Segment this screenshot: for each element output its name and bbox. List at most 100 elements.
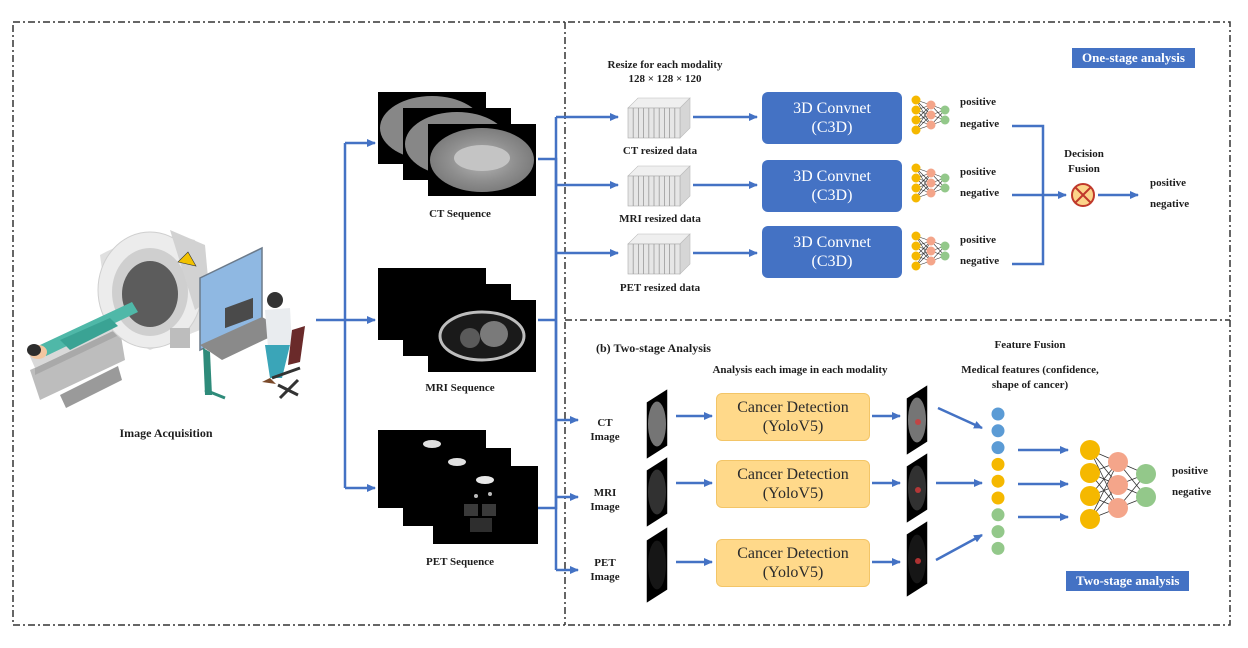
ct-sequence-stack [378, 92, 536, 196]
ct-resized-label: CT resized data [622, 145, 698, 157]
detector-subtitle: (YoloV5) [762, 418, 824, 435]
resized-cube-ct [627, 97, 691, 139]
hidden-node [1108, 498, 1128, 518]
hidden-node [1108, 452, 1128, 472]
two-stage-neural-net [1080, 440, 1156, 529]
pet-positive-label: positive [960, 234, 997, 246]
mri-image-label-line2: Image [590, 501, 620, 513]
decision-fusion-icon [1071, 183, 1095, 207]
feature-node [991, 424, 1005, 438]
medical-features-line1: Medical features (confidence, [961, 364, 1099, 376]
convnet-subtitle: (C3D) [811, 253, 853, 270]
c3d-convnet-ct: 3D Convnet (C3D) [762, 92, 902, 144]
feature-node [991, 491, 1005, 505]
pet-negative-label: negative [960, 255, 1000, 267]
detector-title: Cancer Detection [737, 399, 849, 416]
output-node [1136, 464, 1156, 484]
resize-dimensions: 128 × 128 × 120 [628, 73, 702, 85]
node [911, 173, 921, 183]
node [926, 168, 936, 178]
mri-input-slice [645, 454, 669, 530]
mri-scanner-illustration [27, 230, 305, 408]
decision-fusion-connectors [1012, 124, 1139, 266]
yolo-detector-pet: Cancer Detection (YoloV5) [716, 539, 870, 587]
convnet-title: 3D Convnet [793, 234, 871, 251]
pet-image-label-line1: PET [594, 557, 616, 569]
mri-sequence-label: MRI Sequence [425, 382, 495, 394]
input-node [1080, 440, 1100, 460]
detector-title: Cancer Detection [737, 466, 849, 483]
resized-cube-mri [627, 165, 691, 207]
decision-fusion-label-2: Fusion [1068, 163, 1100, 175]
node [911, 193, 921, 203]
node [911, 183, 921, 193]
input-to-detector-arrows [676, 406, 1069, 566]
two-stage-subtitle: Analysis each image in each modality [712, 364, 888, 376]
mri-image-label-line1: MRI [593, 487, 617, 499]
feature-vector-column [991, 407, 1005, 555]
two-stage-input-slices [645, 382, 929, 606]
resized-cube-pet [627, 233, 691, 275]
input-node [1080, 509, 1100, 529]
node [911, 231, 921, 241]
node [911, 251, 921, 261]
convnet-subtitle: (C3D) [811, 119, 853, 136]
node [940, 115, 950, 125]
mini-net-ct [911, 95, 950, 135]
two-stage-title: (b) Two-stage Analysis [596, 341, 711, 355]
node [926, 256, 936, 266]
outer-frame [12, 21, 1231, 626]
ct-sequence-label: CT Sequence [429, 208, 491, 220]
ct-image-label: CT Image [583, 416, 627, 444]
two-stage-negative-label: negative [1172, 486, 1212, 498]
feature-node [991, 474, 1005, 488]
final-positive-label: positive [1150, 177, 1187, 189]
pet-sequence-stack [378, 430, 538, 544]
feature-node [991, 508, 1005, 522]
detector-subtitle: (YoloV5) [762, 485, 824, 502]
two-stage-analysis-badge: Two-stage analysis [1066, 571, 1190, 591]
yolo-detector-mri: Cancer Detection (YoloV5) [716, 460, 870, 508]
node [926, 178, 936, 188]
resized-data-cubes [627, 97, 691, 275]
feature-node [991, 525, 1005, 539]
one-stage-analysis-badge: One-stage analysis [1072, 48, 1195, 68]
node [926, 246, 936, 256]
output-node [1136, 487, 1156, 507]
mri-positive-label: positive [960, 166, 997, 178]
detector-subtitle: (YoloV5) [762, 564, 824, 581]
input-node [1080, 463, 1100, 483]
final-negative-label: negative [1150, 198, 1190, 210]
node [911, 125, 921, 135]
pet-detected-slice [905, 518, 929, 600]
convnet-title: 3D Convnet [793, 100, 871, 117]
node [940, 241, 950, 251]
mini-net-pet [911, 231, 950, 271]
node [911, 241, 921, 251]
feature-node [991, 441, 1005, 455]
c3d-convnet-pet: 3D Convnet (C3D) [762, 226, 902, 278]
ct-input-slice [645, 386, 669, 462]
node [940, 251, 950, 261]
mri-resized-label: MRI resized data [619, 213, 701, 225]
yolo-detector-ct: Cancer Detection (YoloV5) [716, 393, 870, 441]
convnet-subtitle: (C3D) [811, 187, 853, 204]
mri-detected-slice [905, 450, 929, 526]
feature-node [991, 457, 1005, 471]
mri-negative-label: negative [960, 187, 1000, 199]
resize-title: Resize for each modality [607, 59, 723, 71]
pet-input-slice [645, 524, 669, 606]
input-node [1080, 486, 1100, 506]
mri-sequence-stack [378, 268, 536, 372]
ct-detected-slice [905, 382, 929, 458]
pet-resized-label: PET resized data [619, 282, 701, 294]
node [926, 188, 936, 198]
cube-to-convnet-arrows [693, 113, 758, 257]
medical-features-line2: shape of cancer) [991, 379, 1069, 391]
ct-image-label-line1: CT [597, 417, 613, 429]
ct-positive-label: positive [960, 96, 997, 108]
mini-net-mri [911, 163, 950, 203]
pet-image-label: PET Image [583, 556, 627, 584]
node [911, 115, 921, 125]
node [926, 110, 936, 120]
